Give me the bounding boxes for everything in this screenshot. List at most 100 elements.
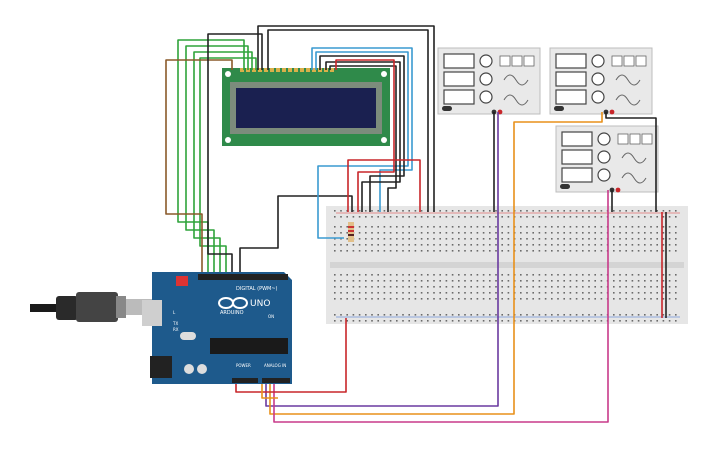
knob-icon[interactable] [597, 150, 611, 164]
waveform-button[interactable] [629, 133, 641, 145]
breadboard-hole [389, 314, 392, 316]
knob-icon[interactable] [479, 72, 493, 86]
breadboard-hole [340, 314, 342, 316]
wire-black [329, 65, 397, 212]
knob-icon[interactable] [597, 168, 611, 182]
waveform-button[interactable] [617, 133, 629, 145]
breadboard-hole [470, 226, 472, 228]
breadboard-hole [625, 320, 627, 322]
breadboard-hole [575, 286, 578, 288]
power-toggle[interactable] [560, 184, 570, 189]
breadboard-hole [668, 232, 671, 234]
breadboard-hole [445, 274, 448, 276]
breadboard-hole [569, 280, 572, 282]
waveform-button[interactable] [641, 133, 653, 145]
breadboard-hole [358, 244, 361, 246]
breadboard-hole [358, 274, 361, 276]
knob-icon[interactable] [479, 90, 493, 104]
breadboard-hole [600, 292, 603, 294]
waveform-button[interactable] [511, 55, 523, 67]
breadboard-hole [358, 314, 361, 316]
breadboard-hole [433, 320, 435, 322]
wire-orange [261, 384, 278, 399]
breadboard-hole [637, 210, 640, 212]
breadboard-hole [383, 238, 386, 240]
breadboard-hole [365, 226, 367, 228]
breadboard-hole [569, 250, 572, 252]
breadboard-hole [594, 226, 596, 228]
breadboard-hole [371, 226, 373, 228]
arduino-uno-board: DIGITAL (PWM~) UNO ARDUINO TX RX L ON PO… [142, 272, 292, 384]
breadboard-hole [588, 286, 590, 288]
breadboard-hole [414, 226, 417, 228]
breadboard-hole [371, 232, 373, 234]
waveform-button[interactable] [499, 55, 511, 67]
sine-wave-icon [621, 152, 647, 164]
breadboard-hole [402, 280, 404, 282]
wire-green [199, 57, 257, 272]
breadboard-hole [377, 292, 379, 294]
waveform-button[interactable] [523, 55, 535, 67]
breadboard-hole [650, 244, 652, 246]
breadboard-hole [650, 232, 652, 234]
knob-icon[interactable] [591, 54, 605, 68]
breadboard-hole [489, 314, 491, 316]
breadboard-hole [377, 280, 379, 282]
breadboard-hole [420, 286, 423, 288]
breadboard-hole [433, 244, 435, 246]
generator-display [443, 89, 475, 105]
breadboard-hole [600, 298, 603, 300]
breadboard-hole [594, 216, 596, 218]
breadboard-hole [668, 226, 671, 228]
breadboard-hole [420, 244, 423, 246]
breadboard-hole [656, 210, 658, 212]
breadboard-hole [557, 298, 559, 300]
knob-icon[interactable] [591, 72, 605, 86]
breadboard-hole [631, 210, 634, 212]
breadboard-hole [408, 286, 410, 288]
breadboard-hole [594, 280, 596, 282]
waveform-button[interactable] [635, 55, 647, 67]
power-toggle[interactable] [442, 106, 452, 111]
breadboard-hole [439, 250, 441, 252]
breadboard-hole [582, 238, 584, 240]
breadboard-hole [377, 274, 379, 276]
breadboard-hole [582, 250, 584, 252]
breadboard-hole [569, 238, 572, 240]
power-toggle[interactable] [554, 106, 564, 111]
breadboard-hole [613, 292, 615, 294]
breadboard-hole [613, 298, 615, 300]
breadboard-hole [656, 292, 658, 294]
breadboard-hole [544, 280, 547, 282]
breadboard-hole [613, 226, 615, 228]
breadboard-hole [644, 292, 646, 294]
breadboard-hole [371, 280, 373, 282]
breadboard-hole [644, 274, 646, 276]
lcd-pin [240, 68, 244, 72]
breadboard-hole [557, 232, 559, 234]
breadboard-hole [495, 244, 497, 246]
lcd-pin [306, 68, 310, 72]
breadboard-hole [594, 286, 596, 288]
breadboard-hole [575, 274, 578, 276]
waveform-button[interactable] [623, 55, 635, 67]
breadboard-hole [675, 292, 677, 294]
breadboard-hole [551, 238, 553, 240]
breadboard-hole [507, 216, 510, 218]
breadboard-hole [408, 314, 410, 316]
breadboard-hole [464, 286, 466, 288]
breadboard-hole [631, 286, 634, 288]
knob-icon[interactable] [597, 132, 611, 146]
knob-icon[interactable] [591, 90, 605, 104]
breadboard-hole [470, 232, 472, 234]
breadboard-hole [619, 244, 621, 246]
breadboard-hole [582, 232, 584, 234]
knob-icon[interactable] [479, 54, 493, 68]
breadboard-hole [445, 250, 448, 252]
breadboard-hole [482, 286, 485, 288]
waveform-button[interactable] [611, 55, 623, 67]
breadboard-hole [451, 216, 454, 218]
analog-label: ANALOG IN [264, 363, 286, 368]
breadboard-hole [644, 320, 646, 322]
breadboard-hole [340, 292, 342, 294]
